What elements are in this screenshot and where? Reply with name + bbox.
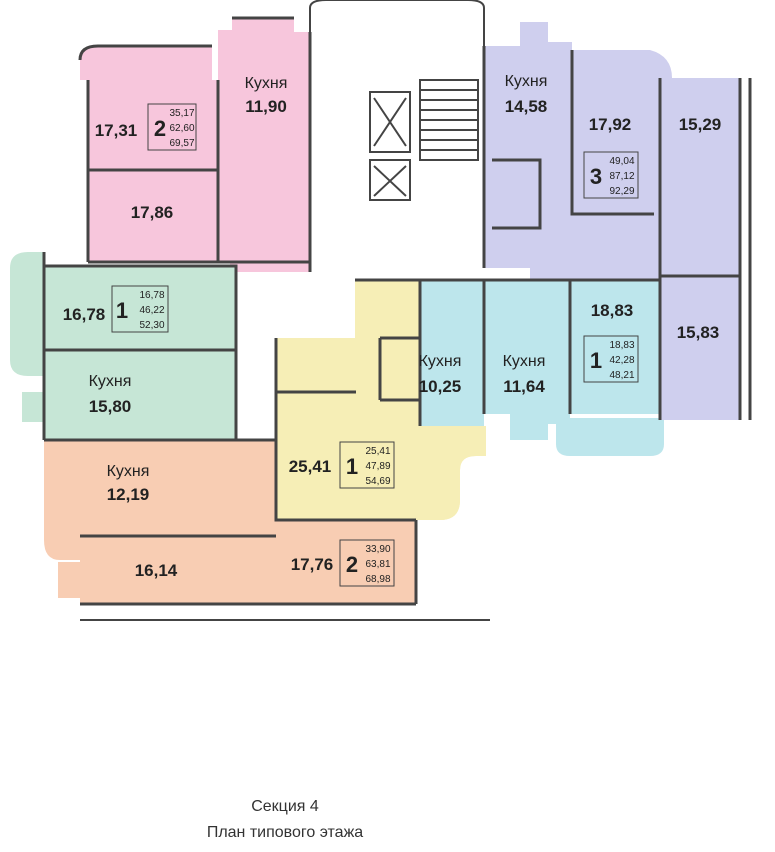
apt-1-yellow-labels: Кухня 10,25 25,41 1 25,41 47,89 54,69 [289,353,462,489]
room-area: 17,76 [291,555,334,574]
total-area-balcony: 68,98 [365,574,390,585]
rooms-count: 3 [590,164,602,189]
apartment-badge [339,441,395,489]
rooms-count: 1 [346,454,358,479]
room-area: 25,41 [289,457,332,476]
room-area: 12,19 [107,485,150,504]
room-area: 11,90 [245,97,287,116]
total-area-balcony: 69,57 [169,138,194,149]
apartment-badge [583,151,639,199]
room-area: 17,86 [131,203,174,222]
room-area: 17,92 [589,115,632,134]
room-area: 15,83 [677,323,720,342]
total-area: 42,28 [609,355,634,366]
total-area: 87,12 [609,171,634,182]
total-area: 46,22 [139,305,164,316]
rooms-count: 2 [154,116,166,141]
living-area: 35,17 [169,108,194,119]
room-area: 16,14 [135,561,178,580]
living-area: 16,78 [139,290,164,301]
room-area: 15,29 [679,115,722,134]
room-name: Кухня [245,75,288,92]
apartment-badge [339,539,395,587]
room-area: 11,64 [503,377,545,396]
plan-subtitle: План типового этажа [206,824,364,841]
living-area: 18,83 [609,340,634,351]
rooms-count: 1 [116,298,128,323]
apt-1-cyan-fill [420,280,664,456]
room-name: Кухня [89,373,132,390]
rooms-count: 2 [346,552,358,577]
stair-core [309,0,485,201]
room-name: Кухня [419,353,462,370]
total-area-balcony: 92,29 [609,186,634,197]
room-area: 16,78 [63,305,106,324]
living-area: 49,04 [609,156,634,167]
apt-3-lavender-fill [484,22,740,420]
total-area: 47,89 [365,461,390,472]
total-area: 63,81 [365,559,390,570]
room-name: Кухня [503,353,546,370]
apartment-badge [111,285,169,333]
room-area: 15,80 [89,397,132,416]
total-area-balcony: 54,69 [365,476,390,487]
living-area: 25,41 [365,446,390,457]
apt-2-pink-fill [80,18,310,272]
room-area: 10,25 [419,377,462,396]
apartment-badge [147,103,197,151]
walls [42,16,752,606]
living-area: 33,90 [365,544,390,555]
apt-1-cyan-labels: Кухня 11,64 18,83 1 18,83 42,28 48,21 [503,301,639,396]
room-name: Кухня [505,73,548,90]
total-area: 62,60 [169,123,194,134]
section-title: Секция 4 [251,798,319,815]
room-name: Кухня [107,463,150,480]
apt-2-orange-labels: Кухня 12,19 16,14 17,76 2 33,90 63,81 68… [107,463,395,587]
total-area-balcony: 52,30 [139,320,164,331]
room-area: 14,58 [505,97,548,116]
room-area: 18,83 [591,301,634,320]
rooms-count: 1 [590,348,602,373]
room-area: 17,31 [95,121,138,140]
total-area-balcony: 48,21 [609,370,634,381]
apt-2-pink-labels: 17,31 Кухня 11,90 17,86 2 35,17 62,60 69… [95,75,288,222]
apt-1-green-fill [10,252,236,440]
apartment-badge [583,335,639,383]
apt-1-green-labels: 16,78 1 16,78 46,22 52,30 Кухня 15,80 [63,285,169,416]
apt-3-lavender-labels: Кухня 14,58 17,92 15,29 15,83 3 49,04 87… [505,73,722,342]
